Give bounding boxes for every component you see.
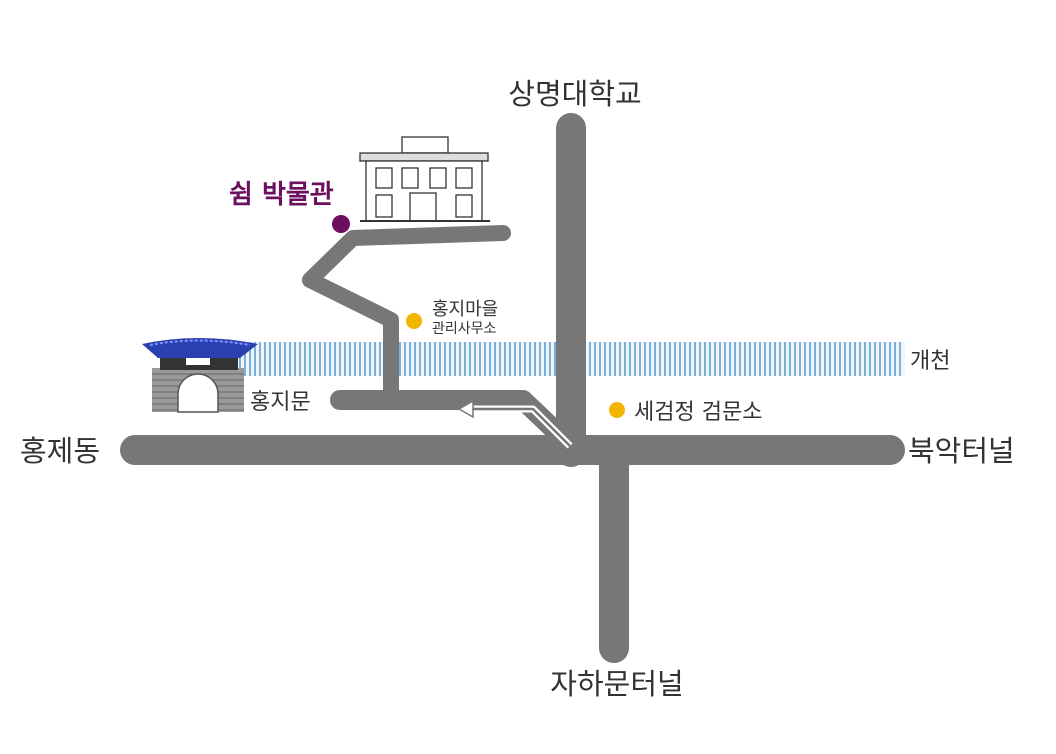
roads	[120, 113, 905, 663]
road-to-museum	[302, 225, 511, 400]
label-hongjimun-gate: 홍지문	[250, 390, 311, 415]
office-location-dot-icon[interactable]	[406, 313, 422, 329]
label-checkpoint: 세검정 검문소	[634, 400, 762, 425]
label-west-hongje-dong: 홍제동	[20, 434, 100, 468]
label-east-bukak-tunnel: 북악터널	[908, 434, 1015, 468]
label-stream: 개천	[910, 349, 950, 374]
label-office-line1: 홍지마을	[432, 299, 498, 320]
checkpoint-location-dot-icon[interactable]	[609, 402, 625, 418]
museum-building-icon	[359, 136, 490, 222]
label-north-sangmyung-university: 상명대학교	[508, 77, 641, 111]
museum-location-dot-icon[interactable]	[332, 215, 350, 233]
label-south-jaha-tunnel: 자하문터널	[550, 667, 683, 701]
label-museum: 쉼 박물관	[229, 180, 334, 210]
hongjimun-gate-icon	[142, 338, 258, 413]
label-office-line2: 관리사무소	[432, 321, 497, 337]
route-arrow-icon	[457, 399, 573, 449]
